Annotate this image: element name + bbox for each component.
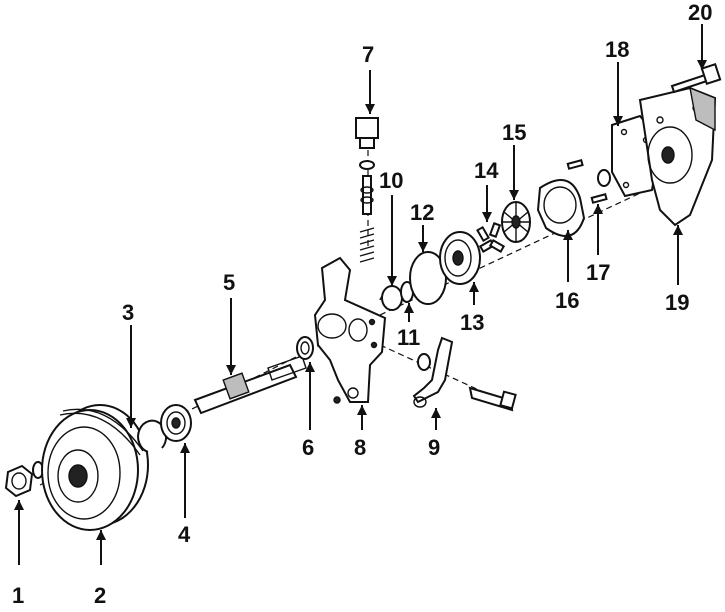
callout-12: 12: [410, 200, 434, 225]
side-plate-part: [439, 231, 481, 285]
callout-16: 16: [555, 288, 579, 313]
callout-6: 6: [302, 435, 314, 460]
bolt-part: [670, 62, 722, 94]
callout-3: 3: [122, 300, 134, 325]
cam-ring-part: [536, 179, 586, 237]
callout-17: 17: [586, 260, 610, 285]
callout-7: 7: [362, 42, 374, 67]
rotor-part: [501, 201, 531, 243]
callout-1: 1: [12, 583, 24, 608]
flow-control-fitting-part: [355, 117, 379, 263]
callout-20: 20: [688, 0, 712, 25]
nut-part: [4, 461, 44, 498]
callout-11: 11: [397, 325, 420, 350]
callout-13: 13: [460, 310, 484, 335]
callout-10: 10: [379, 168, 403, 193]
dowel-pins-part: [566, 159, 608, 204]
callout-9: 9: [428, 435, 440, 460]
oil-seal-part: [296, 336, 314, 360]
pump-body-part: [313, 256, 387, 404]
callout-5: 5: [223, 270, 235, 295]
vanes-part: [476, 222, 506, 253]
bearing-part: [160, 404, 192, 442]
rear-seal-part: [597, 169, 611, 187]
flow-spring-coil: [381, 285, 403, 311]
callout-19: 19: [665, 290, 689, 315]
leader-arrowheads: [14, 60, 707, 540]
suction-pipe-part: [412, 336, 517, 412]
shaft-part: [193, 355, 307, 415]
callout-18: 18: [605, 37, 629, 62]
callout-4: 4: [178, 522, 191, 547]
rear-housing-part: [638, 86, 717, 227]
callout-2: 2: [94, 583, 106, 608]
pulley-part: [41, 404, 149, 531]
callout-14: 14: [474, 158, 499, 183]
callout-8: 8: [354, 435, 366, 460]
callout-15: 15: [502, 120, 526, 145]
